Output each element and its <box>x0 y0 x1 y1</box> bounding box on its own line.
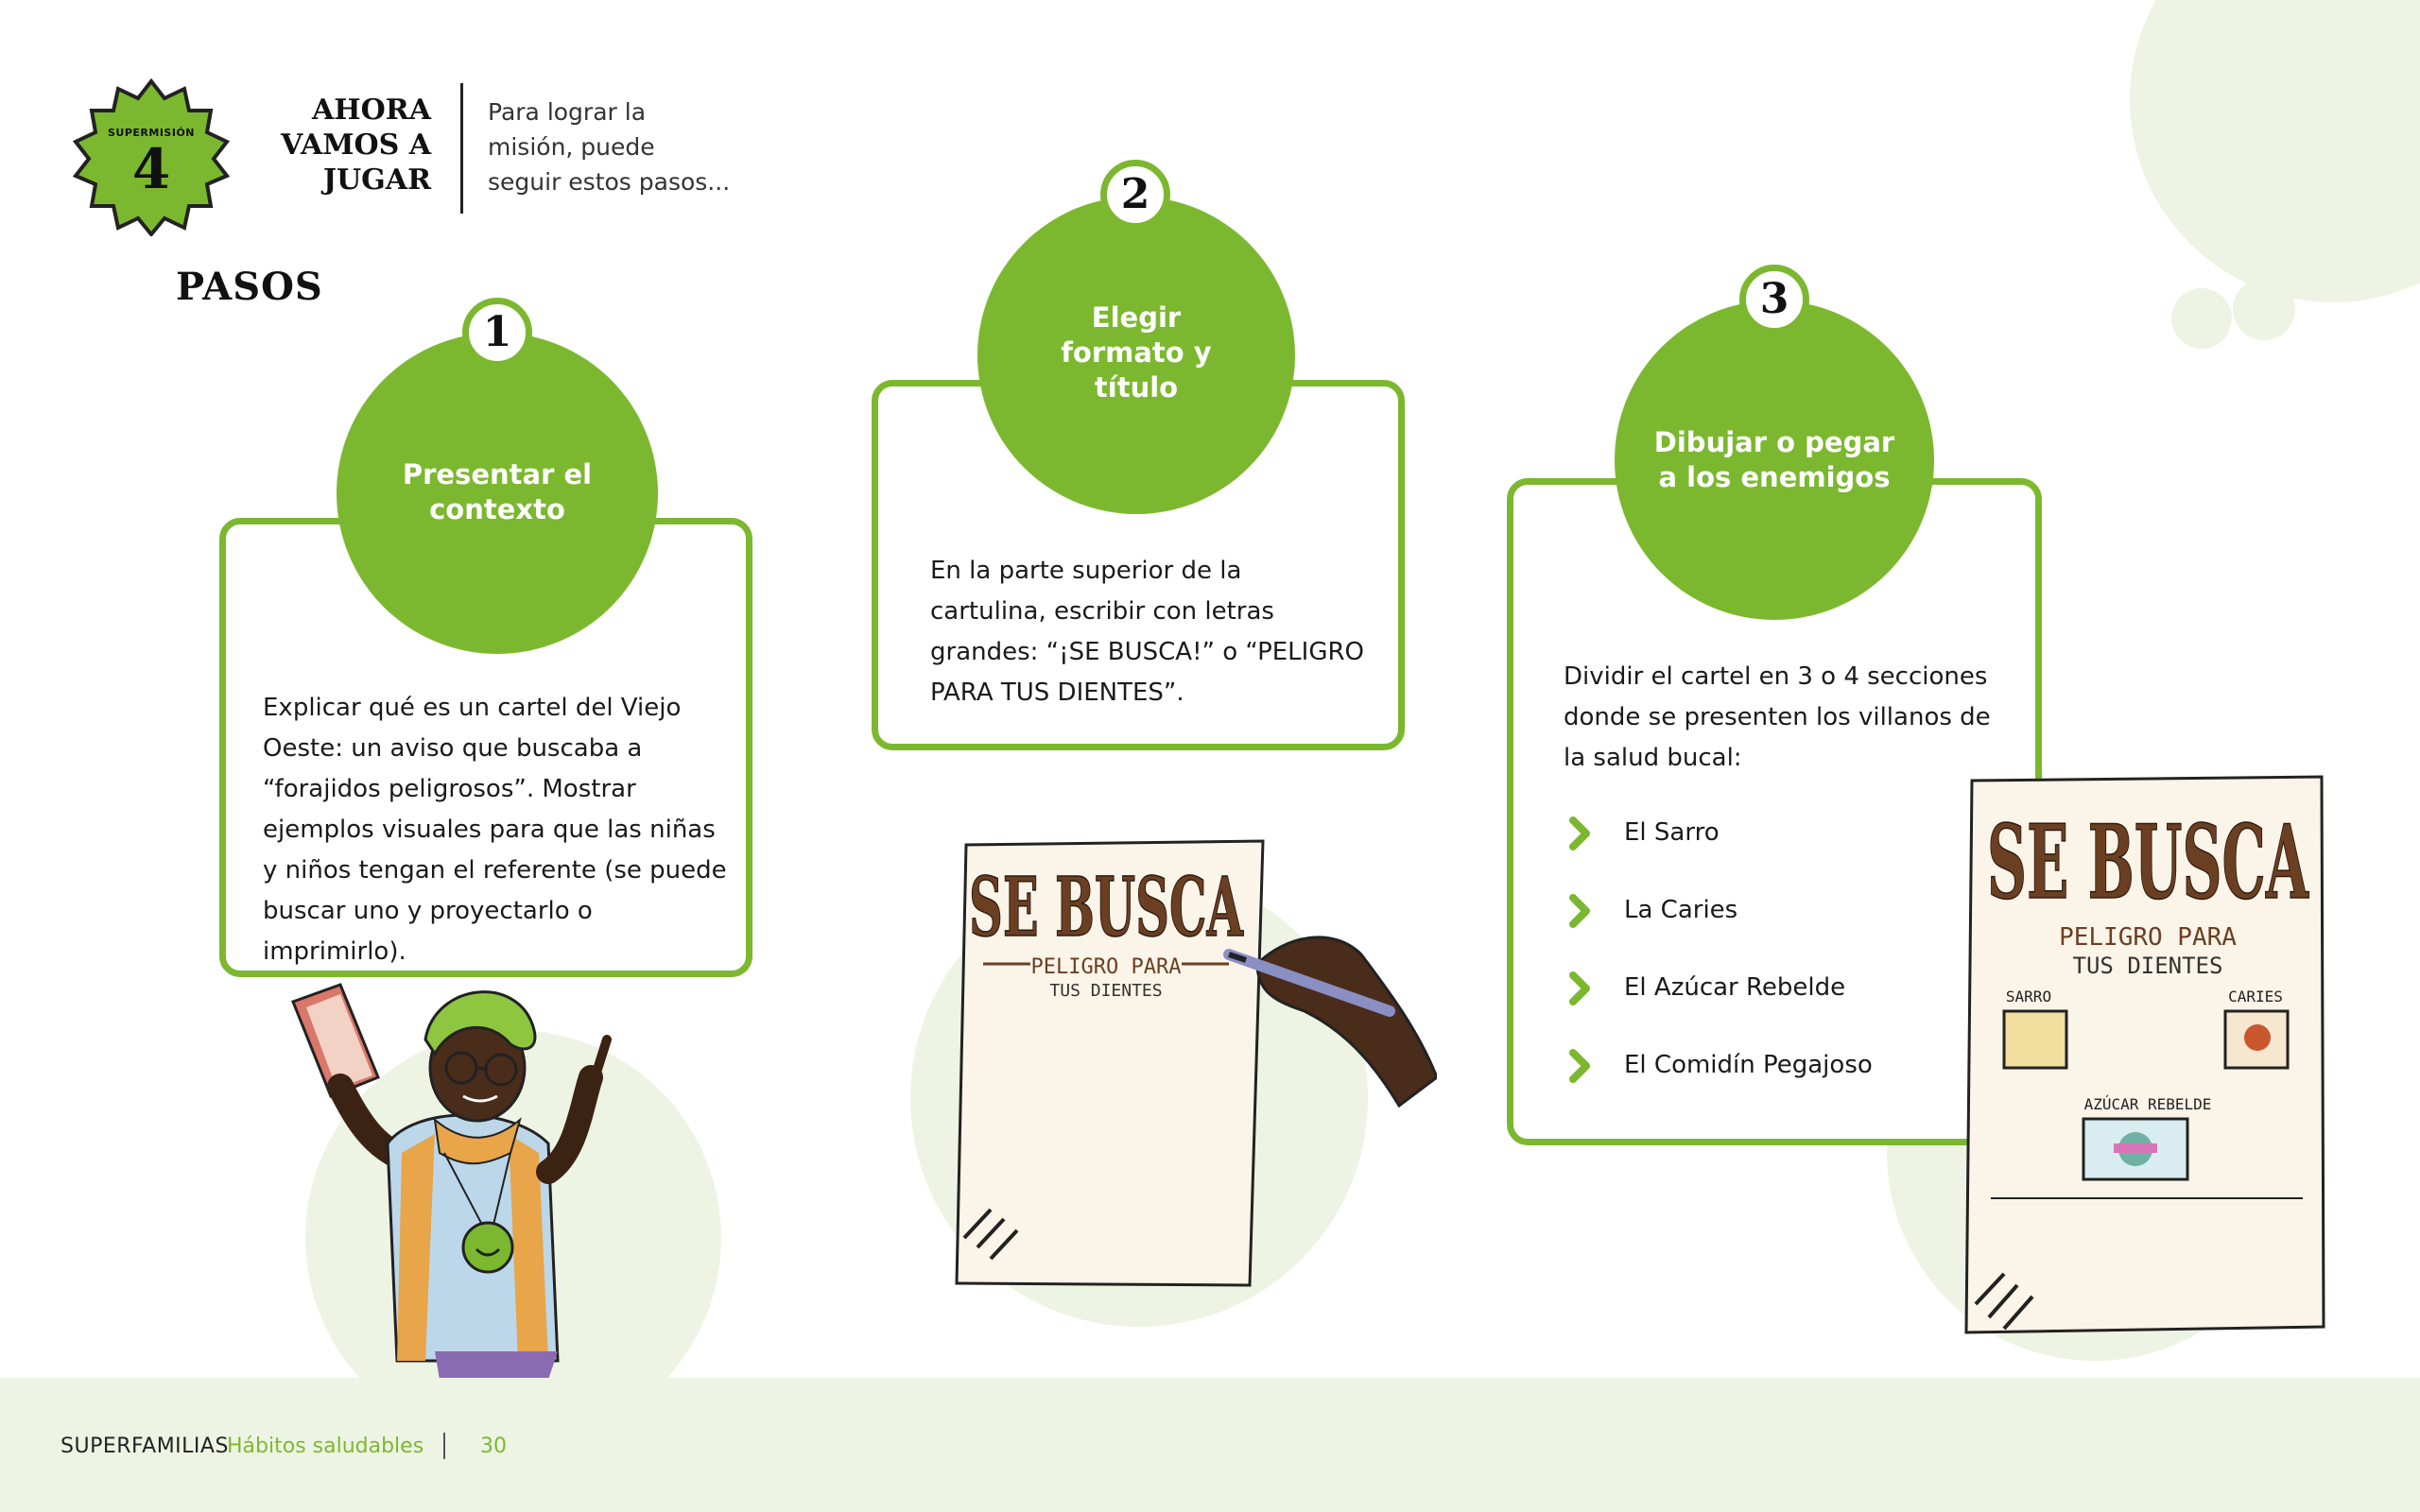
page-title-line: JUGAR <box>322 163 431 197</box>
step-1-text-line: Explicar qué es un cartel del Viejo <box>263 694 682 722</box>
step-3-bubble <box>1615 301 1934 620</box>
book-icon <box>291 983 380 1098</box>
step-2-title-line: formato y <box>1061 336 1212 369</box>
footer-divider <box>443 1433 445 1459</box>
step-1-title: Presentar el contexto <box>337 457 658 527</box>
header-divider <box>460 83 463 214</box>
step-3-text-line: donde se presenten los villanos de <box>1564 703 1991 731</box>
poster-subtitle-line: PELIGRO PARA <box>1031 955 1182 979</box>
full-wanted-poster-illustration: SE BUSCA PELIGRO PARA TUS DIENTES SARRO … <box>1964 775 2325 1334</box>
step-1-number-badge: 1 <box>462 298 532 368</box>
step-3-title: Dibujar o pegar a los enemigos <box>1615 425 1934 495</box>
villain-item: El Sarro <box>1624 818 1720 847</box>
badge-label: SUPERMISIÓN <box>107 127 195 139</box>
page-subtitle-line: seguir estos pasos... <box>488 168 731 196</box>
step-2-text-line: grandes: “¡SE BUSCA!” o “PELIGRO <box>930 638 1365 666</box>
chevron-right-icon <box>1569 971 1590 1005</box>
step-2-text: En la parte superior de la cartulina, es… <box>930 551 1384 713</box>
decor-dot-medium <box>2233 278 2295 340</box>
poster-section-label: CARIES <box>2228 988 2283 1005</box>
step-1-bubble <box>337 333 658 654</box>
footer-brand: SUPERFAMILIAS <box>60 1435 229 1458</box>
poster-title: SE BUSCA <box>1987 803 2309 922</box>
page-subtitle-line: Para lograr la <box>488 98 647 126</box>
page-number: 30 <box>480 1435 507 1458</box>
page-subtitle-line: misión, puede <box>488 133 655 161</box>
step-3-text: Dividir el cartel en 3 o 4 secciones don… <box>1564 657 2017 779</box>
poster-subtitle-line: TUS DIENTES <box>2073 953 2223 979</box>
badge-number: 4 <box>131 137 171 201</box>
step-1-text-line: y niños tengan el referente (se puede <box>263 856 727 885</box>
poster-section-label: SARRO <box>2006 988 2051 1005</box>
step-1-text-line: Oeste: un aviso que buscaba a <box>263 734 643 763</box>
supermission-badge-icon <box>72 77 231 236</box>
step-3-title-line: Dibujar o pegar <box>1653 426 1895 458</box>
villain-item: El Comidín Pegajoso <box>1624 1051 1873 1079</box>
page-title-line: AHORA <box>312 94 431 127</box>
teacher-illustration <box>291 983 612 1380</box>
step-1-text: Explicar qué es un cartel del Viejo Oest… <box>263 688 735 972</box>
page-title-line: VAMOS A <box>281 129 431 162</box>
villain-item: La Caries <box>1624 896 1738 924</box>
step-2-text-line: PARA TUS DIENTES”. <box>930 679 1184 707</box>
step-2-title-line: título <box>1094 371 1179 404</box>
poster-subtitle-line: PELIGRO PARA <box>2059 923 2237 952</box>
step-1-text-line: buscar uno y proyectarlo o imprimirlo). <box>263 897 593 966</box>
step-3-title-line: a los enemigos <box>1658 461 1891 493</box>
decor-circle-top-right <box>2130 0 2420 302</box>
page-title: AHORA VAMOS A JUGAR <box>236 93 431 198</box>
step-3-text-line: la salud bucal: <box>1564 744 1742 772</box>
step-1-text-line: “forajidos peligrosos”. Mostrar <box>263 775 636 803</box>
step-2-text-line: En la parte superior de la <box>930 557 1242 585</box>
poster-title: SE BUSCA <box>969 860 1244 955</box>
wanted-poster-illustration: SE BUSCA PELIGRO PARA TUS DIENTES <box>955 839 1437 1287</box>
step-2-title: Elegir formato y título <box>977 301 1295 405</box>
step-3-text-line: Dividir el cartel en 3 o 4 secciones <box>1564 662 1988 691</box>
step-2-bubble <box>977 197 1295 514</box>
step-1-title-line: Presentar el <box>402 458 593 490</box>
footer <box>0 1378 2420 1512</box>
step-3-number-badge: 3 <box>1739 265 1809 335</box>
poster-section-label: AZÚCAR REBELDE <box>2084 1095 2212 1113</box>
villain-item: El Azúcar Rebelde <box>1624 973 1846 1002</box>
section-title: PASOS <box>176 265 323 309</box>
step-2-title-line: Elegir <box>1091 301 1182 334</box>
poster-subtitle-line: TUS DIENTES <box>1049 981 1162 1001</box>
chevron-right-icon <box>1569 816 1590 850</box>
chevron-right-icon <box>1569 894 1590 928</box>
hand-with-pen-icon <box>1223 936 1437 1108</box>
step-1-text-line: ejemplos visuales para que las niñas <box>263 816 716 844</box>
page-subtitle: Para lograr la misión, puede seguir esto… <box>488 94 734 199</box>
footer-subtitle: Hábitos saludables <box>227 1435 424 1458</box>
chevron-right-icon <box>1569 1049 1590 1083</box>
step-2-text-line: cartulina, escribir con letras <box>930 597 1274 626</box>
decor-dot-small <box>2171 288 2232 349</box>
step-2-number-badge: 2 <box>1100 160 1170 230</box>
step-1-title-line: contexto <box>429 493 565 525</box>
